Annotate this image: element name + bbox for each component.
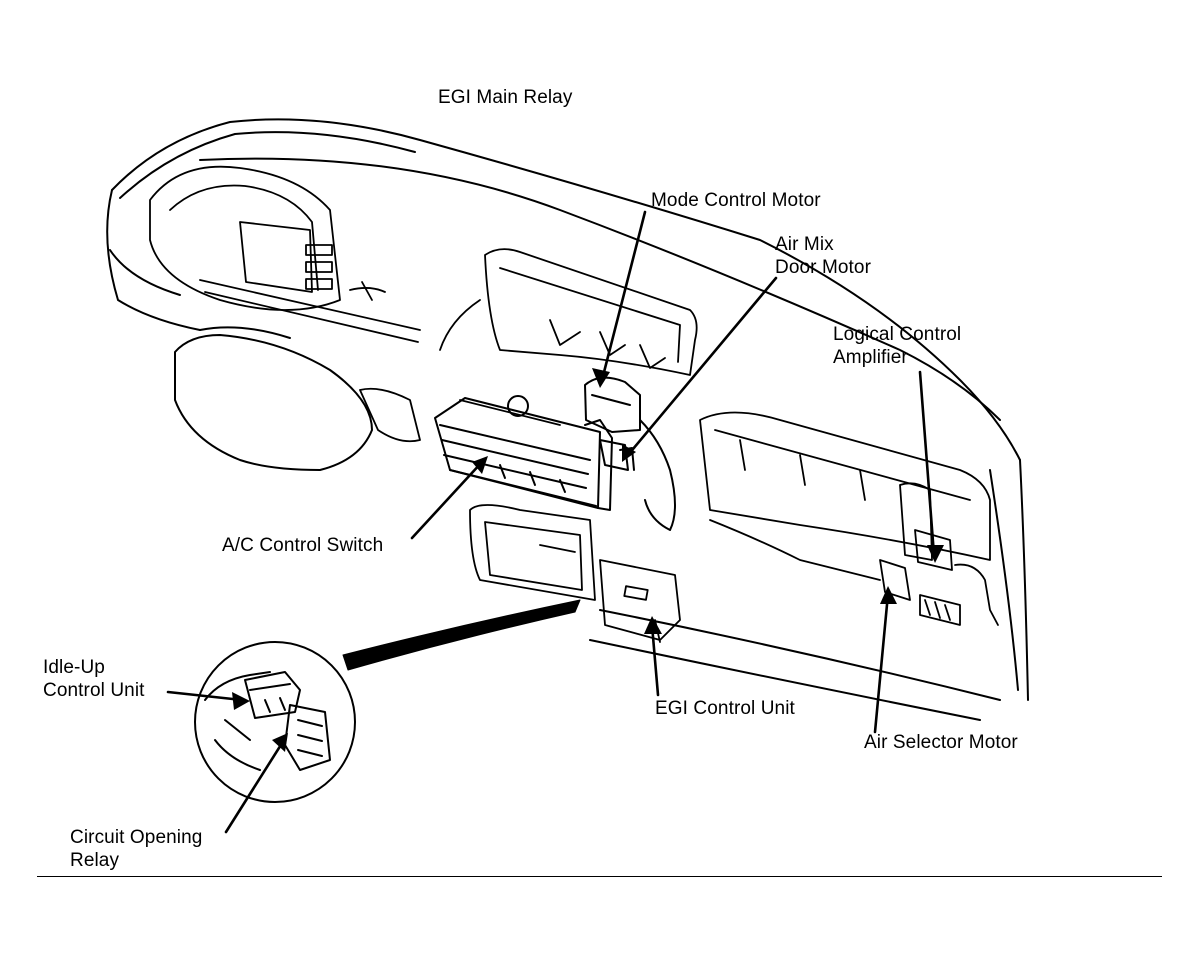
label-idle-up-line-2: Control Unit xyxy=(43,680,145,701)
zoom-wedge xyxy=(342,599,581,671)
label-circuit-opening-relay: Circuit Opening Relay xyxy=(70,826,202,872)
label-circuit-opening-line-2: Relay xyxy=(70,850,120,871)
leader-mode-control-motor xyxy=(600,210,647,382)
label-circuit-opening-line-1: Circuit Opening xyxy=(70,827,203,848)
leader-air-selector-motor xyxy=(873,592,890,734)
label-logical-control-line-1: Logical Control xyxy=(833,324,962,345)
right-dash-section xyxy=(699,411,999,626)
label-air-mix-door-motor: Air Mix Door Motor xyxy=(775,233,871,279)
lower-console xyxy=(469,504,681,643)
leader-ac-control-switch xyxy=(410,460,484,540)
label-air-selector-motor: Air Selector Motor xyxy=(864,732,1018,753)
label-logical-control-amplifier: Logical Control Amplifier xyxy=(833,323,961,369)
label-egi-control-unit: EGI Control Unit xyxy=(655,698,795,719)
leader-air-mix-door-motor xyxy=(626,276,778,457)
bottom-rule xyxy=(37,876,1162,877)
leader-idle-up-control-unit xyxy=(166,690,244,702)
leader-logical-control-amplifier xyxy=(918,370,936,557)
instrument-cluster xyxy=(149,165,421,343)
leader-circuit-opening-relay xyxy=(224,738,286,834)
label-idle-up-control-unit: Idle-Up Control Unit xyxy=(43,656,145,702)
leader-egi-control-unit xyxy=(650,623,660,697)
motor-block xyxy=(584,376,676,531)
dashboard-outline xyxy=(106,118,1029,721)
steering-wheel xyxy=(174,326,373,471)
label-idle-up-line-1: Idle-Up xyxy=(43,657,105,678)
ac-control-panel xyxy=(434,395,613,511)
center-console-upper xyxy=(359,248,698,443)
label-logical-control-line-2: Amplifier xyxy=(833,347,908,368)
label-egi-main-relay: EGI Main Relay xyxy=(438,87,573,108)
arrowheads xyxy=(232,368,944,752)
zoom-inset xyxy=(194,641,356,803)
label-air-mix-line-1: Air Mix xyxy=(775,234,834,255)
label-air-mix-line-2: Door Motor xyxy=(775,257,872,278)
leader-lines xyxy=(166,210,936,834)
label-mode-control-motor: Mode Control Motor xyxy=(651,190,821,211)
label-ac-control-switch: A/C Control Switch xyxy=(222,535,384,556)
